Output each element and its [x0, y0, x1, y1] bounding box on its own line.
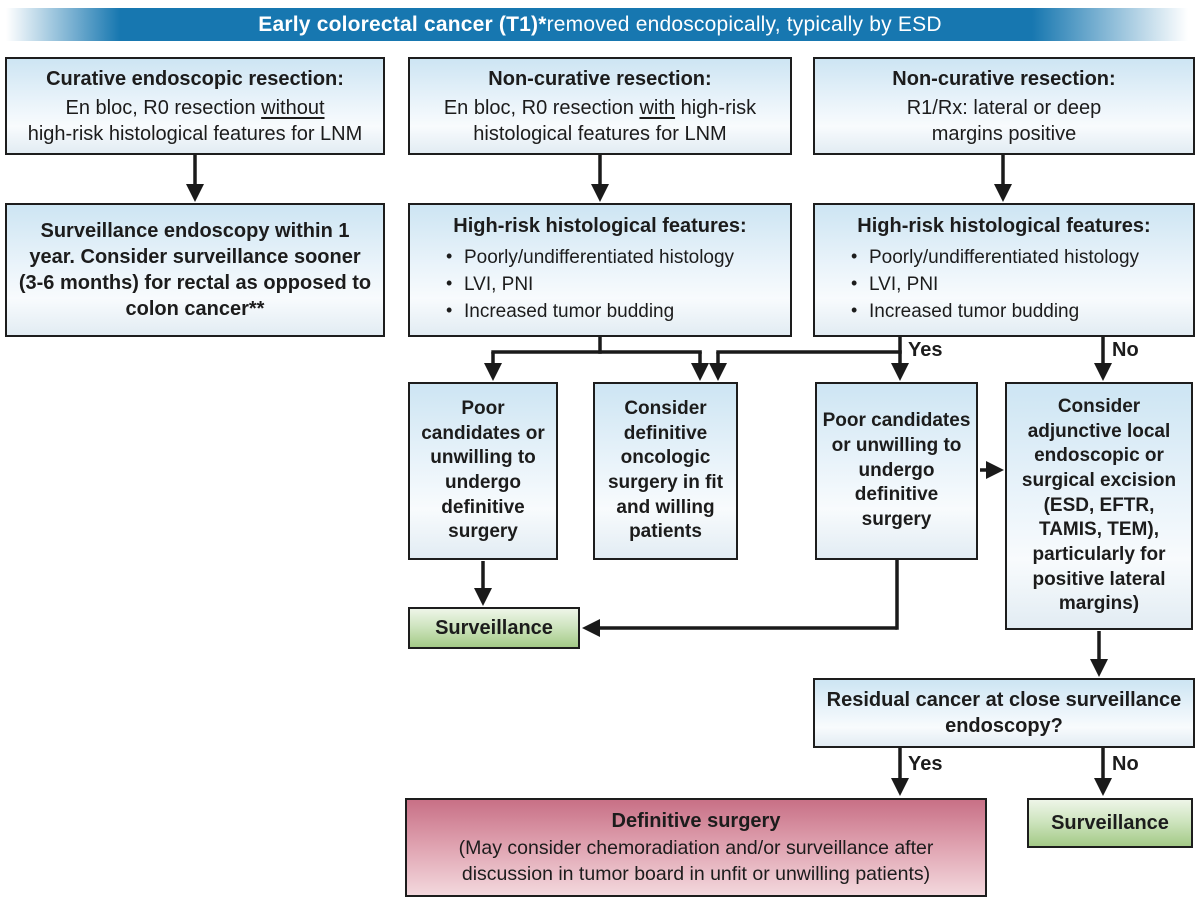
banner-title-rest: removed endoscopically, typically by ESD — [546, 12, 942, 36]
label-no-highrisk: No — [1112, 339, 1139, 361]
bullet-item: Increased tumor budding — [444, 299, 790, 325]
box-heading: High-risk histological features: — [453, 215, 747, 238]
box-text: Consider definitive oncologic surgery in… — [607, 397, 724, 543]
box-definitive-surgery: Definitive surgery (May consider chemora… — [405, 798, 987, 897]
box-text: Residual cancer at close surveillance en… — [826, 689, 1182, 737]
highrisk-bullet-list: Poorly/undifferentiated histology LVI, P… — [410, 244, 790, 326]
box-surveillance-1: Surveillance — [408, 607, 580, 649]
box-body-line1: En bloc, R0 resection without — [65, 96, 325, 119]
box-consider-oncologic: Consider definitive oncologic surgery in… — [593, 382, 738, 560]
box-heading: Non-curative resection: — [892, 67, 1116, 90]
box-text: Surveillance — [435, 617, 553, 639]
box-adjunctive-excision: Consider adjunctive local endoscopic or … — [1005, 382, 1193, 630]
box-curative-resection: Curative endoscopic resection: En bloc, … — [5, 57, 385, 155]
bullet-item: Poorly/undifferentiated histology — [444, 245, 790, 271]
box-body-line2: high-risk histological features for LNM — [27, 122, 363, 145]
box-text: Poor candidates or unwilling to undergo … — [421, 397, 545, 543]
box-body-line2: margins positive — [931, 122, 1077, 145]
box-highrisk-features-right: High-risk histological features: Poorly/… — [813, 203, 1195, 337]
box-noncurative-r0: Non-curative resection: En bloc, R0 rese… — [408, 57, 792, 155]
box-heading: Definitive surgery — [611, 810, 781, 833]
box-body-line1: En bloc, R0 resection with high-risk — [443, 96, 757, 119]
box-text: Surveillance endoscopy within 1 year. Co… — [18, 220, 372, 320]
label-yes-highrisk: Yes — [908, 339, 943, 361]
box-surveillance-endoscopy: Surveillance endoscopy within 1 year. Co… — [5, 203, 385, 337]
box-noncurative-r1: Non-curative resection: R1/Rx: lateral o… — [813, 57, 1195, 155]
bullet-item: Increased tumor budding — [849, 299, 1193, 325]
label-yes-residual: Yes — [908, 753, 943, 775]
box-text: Surveillance — [1051, 812, 1169, 834]
box-body: (May consider chemoradiation and/or surv… — [458, 837, 934, 885]
title-banner: Early colorectal cancer (T1)* removed en… — [0, 8, 1200, 41]
box-poor-candidates-right: Poor candidates or unwilling to undergo … — [815, 382, 978, 560]
box-heading: High-risk histological features: — [857, 215, 1151, 238]
bullet-item: Poorly/undifferentiated histology — [849, 245, 1193, 271]
box-surveillance-2: Surveillance — [1027, 798, 1193, 848]
box-body-line1: R1/Rx: lateral or deep — [906, 96, 1102, 119]
bullet-item: LVI, PNI — [444, 272, 790, 298]
box-text: Poor candidates or unwilling to undergo … — [822, 410, 971, 531]
label-no-residual: No — [1112, 753, 1139, 775]
box-poor-candidates-mid: Poor candidates or unwilling to undergo … — [408, 382, 558, 560]
box-residual-cancer: Residual cancer at close surveillance en… — [813, 678, 1195, 748]
box-highrisk-features-mid: High-risk histological features: Poorly/… — [408, 203, 792, 337]
bullet-item: LVI, PNI — [849, 272, 1193, 298]
box-text: Consider adjunctive local endoscopic or … — [1021, 395, 1177, 615]
banner-title-bold: Early colorectal cancer (T1)* — [258, 12, 547, 36]
box-body-line2: histological features for LNM — [473, 122, 727, 145]
box-heading: Curative endoscopic resection: — [46, 67, 344, 90]
box-heading: Non-curative resection: — [488, 67, 712, 90]
highrisk-bullet-list: Poorly/undifferentiated histology LVI, P… — [815, 244, 1193, 326]
